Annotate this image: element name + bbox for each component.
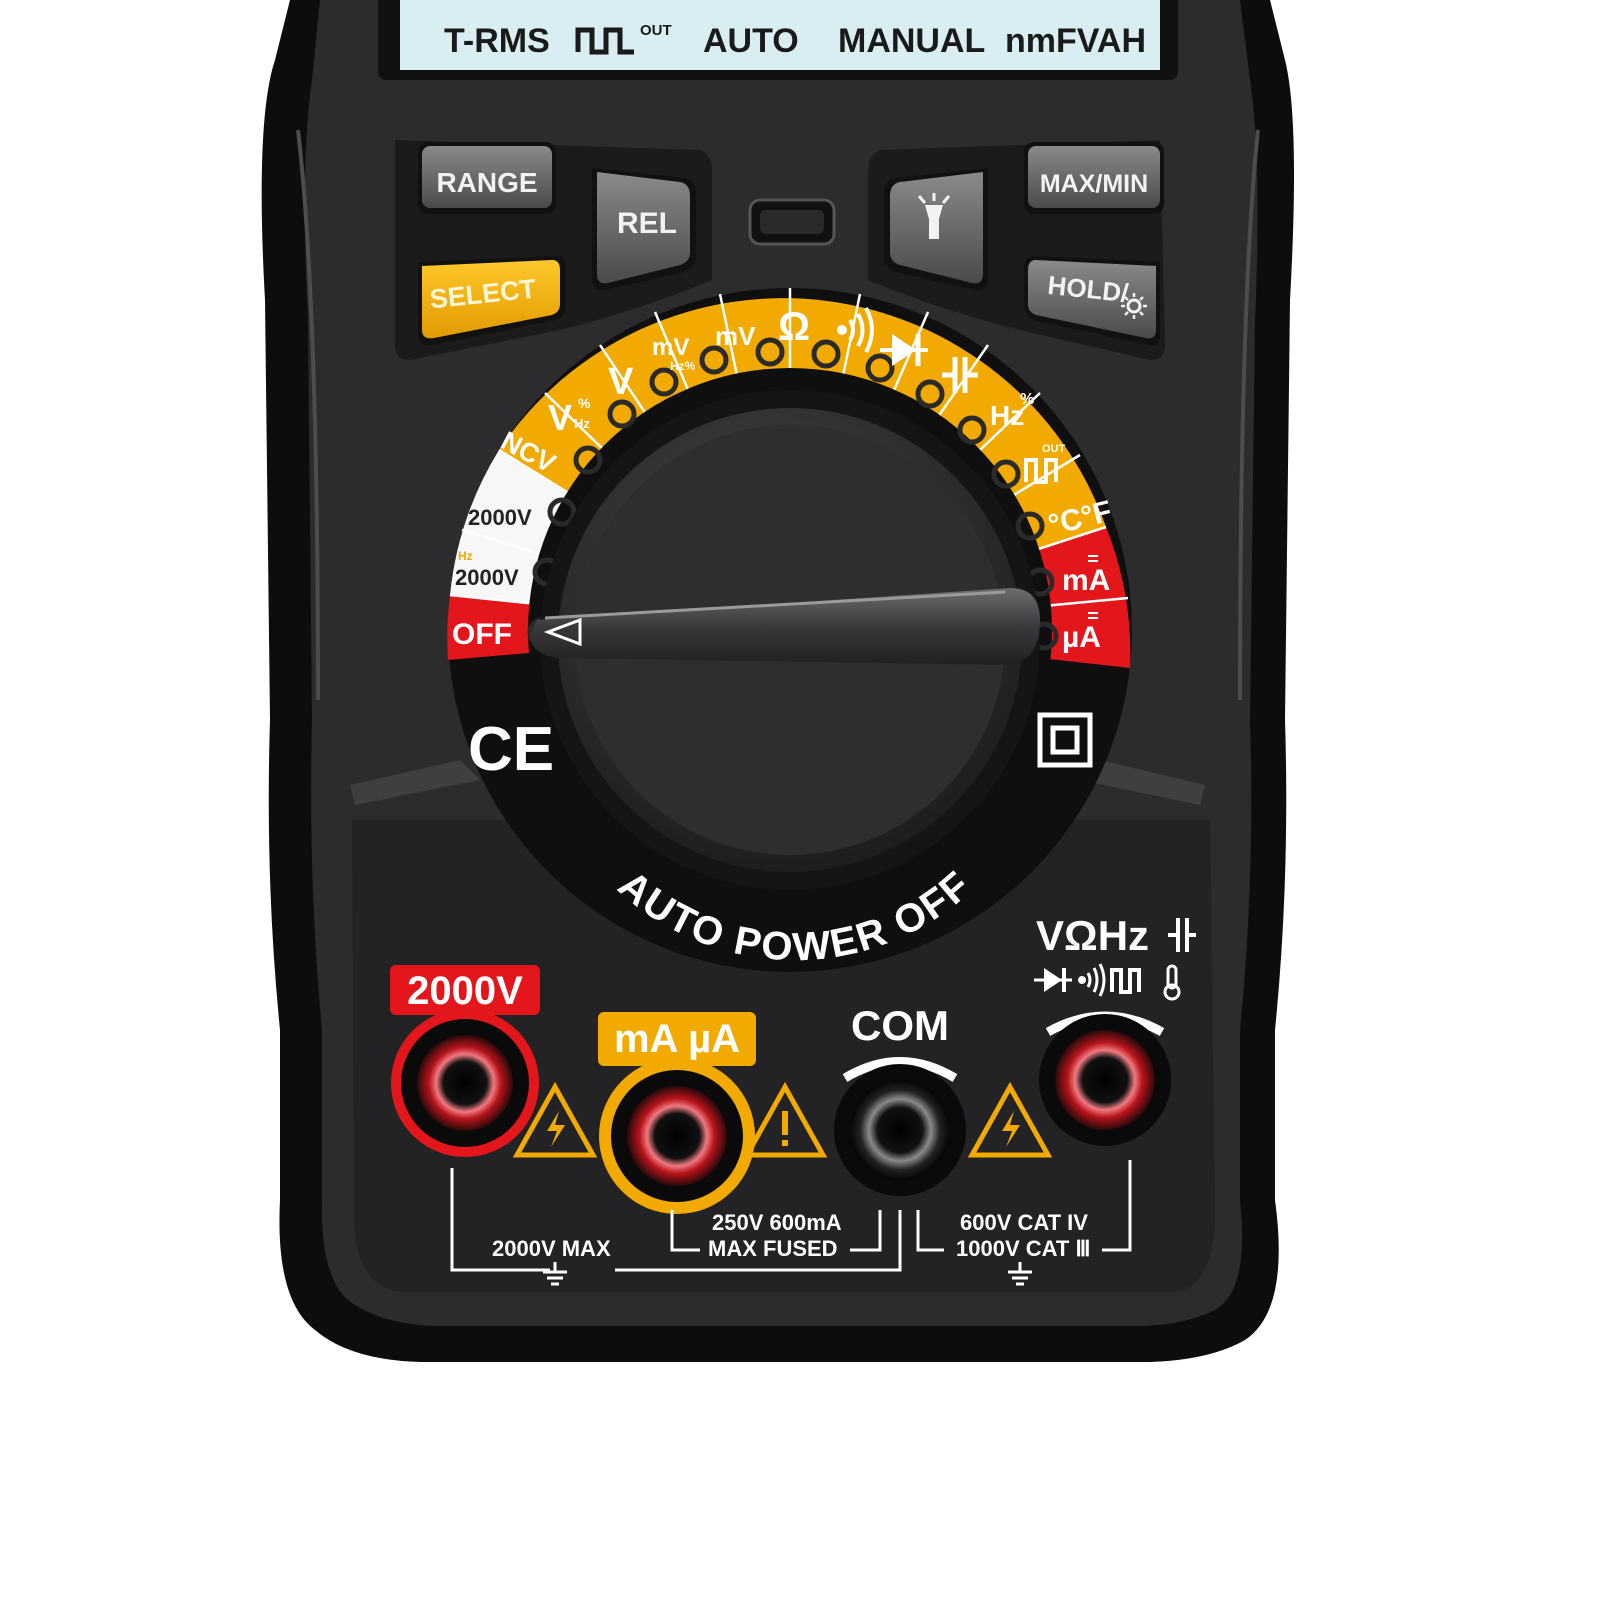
high-voltage-warning-icon-right [967, 1081, 1053, 1158]
rel-button-label: REL [617, 207, 677, 240]
rating-600v-cat-iv: 600V CAT IV [960, 1210, 1088, 1235]
rating-1000v-cat-iii: 1000V CAT Ⅲ [956, 1236, 1091, 1261]
max-min-button[interactable]: MAX/MIN [1024, 142, 1164, 214]
double-insulation-icon [1037, 712, 1093, 768]
lcd-manual-label: MANUAL [838, 22, 985, 60]
flashlight-button[interactable] [884, 168, 988, 291]
rotary-selector-knob[interactable] [530, 390, 1040, 890]
square-wave-output-icon [1024, 458, 1058, 484]
continuity-icon [837, 307, 874, 353]
dial-mv-ac-sub: Hz% [670, 359, 696, 373]
dial-hz-pct-small: % [1020, 391, 1034, 408]
diode-icon [880, 334, 928, 366]
dial-dc-2000v-label: 2000V [468, 505, 532, 530]
rel-button[interactable]: REL [592, 168, 696, 291]
rating-brackets [450, 1160, 1132, 1272]
dial-v-ac-pct-small: % [578, 395, 591, 411]
lcd-units-label: nmFVAH [1005, 22, 1146, 60]
jack-v-ohm-hz-label: VΩHz [1036, 912, 1149, 959]
square-wave-out-icon [575, 27, 634, 55]
ce-mark: CE [468, 715, 554, 784]
knob-handle [530, 588, 1040, 665]
dial-ac-2000v-hz-label: Hz [458, 549, 473, 563]
range-button-label: RANGE [436, 167, 537, 198]
jack-2000v-badge [390, 965, 540, 1015]
square-wave-symbol-icon [1110, 968, 1141, 994]
dial-ma-label: mA [1062, 564, 1110, 597]
jack-ma-ua-group: mA µA [598, 1012, 756, 1214]
continuity-symbol-icon [1078, 963, 1106, 997]
lcd-auto-label: AUTO [703, 22, 799, 60]
lcd-display: T-RMS OUT AUTO MANUAL nmFVAH [378, 0, 1178, 80]
dial-hz-label: Hz [990, 400, 1024, 431]
diode-symbol-icon [1034, 968, 1072, 992]
flashlight-icon [917, 193, 951, 239]
select-button[interactable]: SELECT [418, 256, 566, 346]
dial-ohm-label: Ω [778, 305, 810, 349]
terminal-section [352, 820, 1216, 1292]
jack-2000v-label: 2000V [407, 969, 523, 1013]
rating-max-fused: MAX FUSED [708, 1236, 838, 1261]
dial-v-ac-hz-small: Hz [574, 416, 590, 431]
lcd-out-label: OUT [640, 22, 672, 39]
dial-v-dc-label: V [608, 361, 634, 403]
capacitor-icon [942, 357, 978, 393]
ground-icon-left [543, 1262, 567, 1286]
dial-out-small: OUT [1042, 443, 1066, 455]
capacitor-symbol-icon [1168, 918, 1196, 952]
dial-off-label: OFF [452, 618, 512, 651]
dial-mv-ac-label: mV [652, 334, 689, 361]
jack-v-ohm[interactable] [1055, 1030, 1155, 1130]
dial-v-ac-label: V [548, 397, 572, 438]
jack-ma-ua-label: mA µA [614, 1017, 740, 1061]
ground-icon-right [1008, 1262, 1032, 1286]
rating-2000v-max: 2000V MAX [492, 1236, 611, 1261]
rating-250v-600ma: 250V 600mA [712, 1210, 842, 1235]
max-min-button-label: MAX/MIN [1040, 170, 1148, 198]
lcd-trms-label: T-RMS [444, 22, 550, 60]
jack-2000v[interactable] [417, 1035, 513, 1131]
caution-warning-icon [742, 1081, 828, 1158]
thermometer-icon [1163, 964, 1181, 1001]
jack-com-group: COM [834, 1002, 966, 1196]
backlight-sun-icon [1121, 293, 1147, 319]
jack-2000v-group: 2000V [390, 965, 540, 1157]
jack-v-ohm-group: VΩHz [1034, 912, 1196, 1146]
range-button[interactable]: RANGE [418, 142, 556, 214]
jack-com[interactable] [850, 1080, 950, 1180]
dial-ac-2000v-label: 2000V [455, 565, 519, 590]
jack-ma-ua[interactable] [627, 1086, 727, 1186]
knob-pointer-arrow-icon [543, 617, 582, 647]
high-voltage-warning-icon [512, 1081, 598, 1158]
hold-backlight-button[interactable]: HOLD/ [1024, 256, 1160, 346]
dial-mv-dc-label: mV [715, 321, 756, 351]
jack-com-label: COM [851, 1002, 949, 1049]
jack-ma-ua-badge [598, 1012, 756, 1066]
dial-ua-label: µA [1062, 621, 1101, 654]
